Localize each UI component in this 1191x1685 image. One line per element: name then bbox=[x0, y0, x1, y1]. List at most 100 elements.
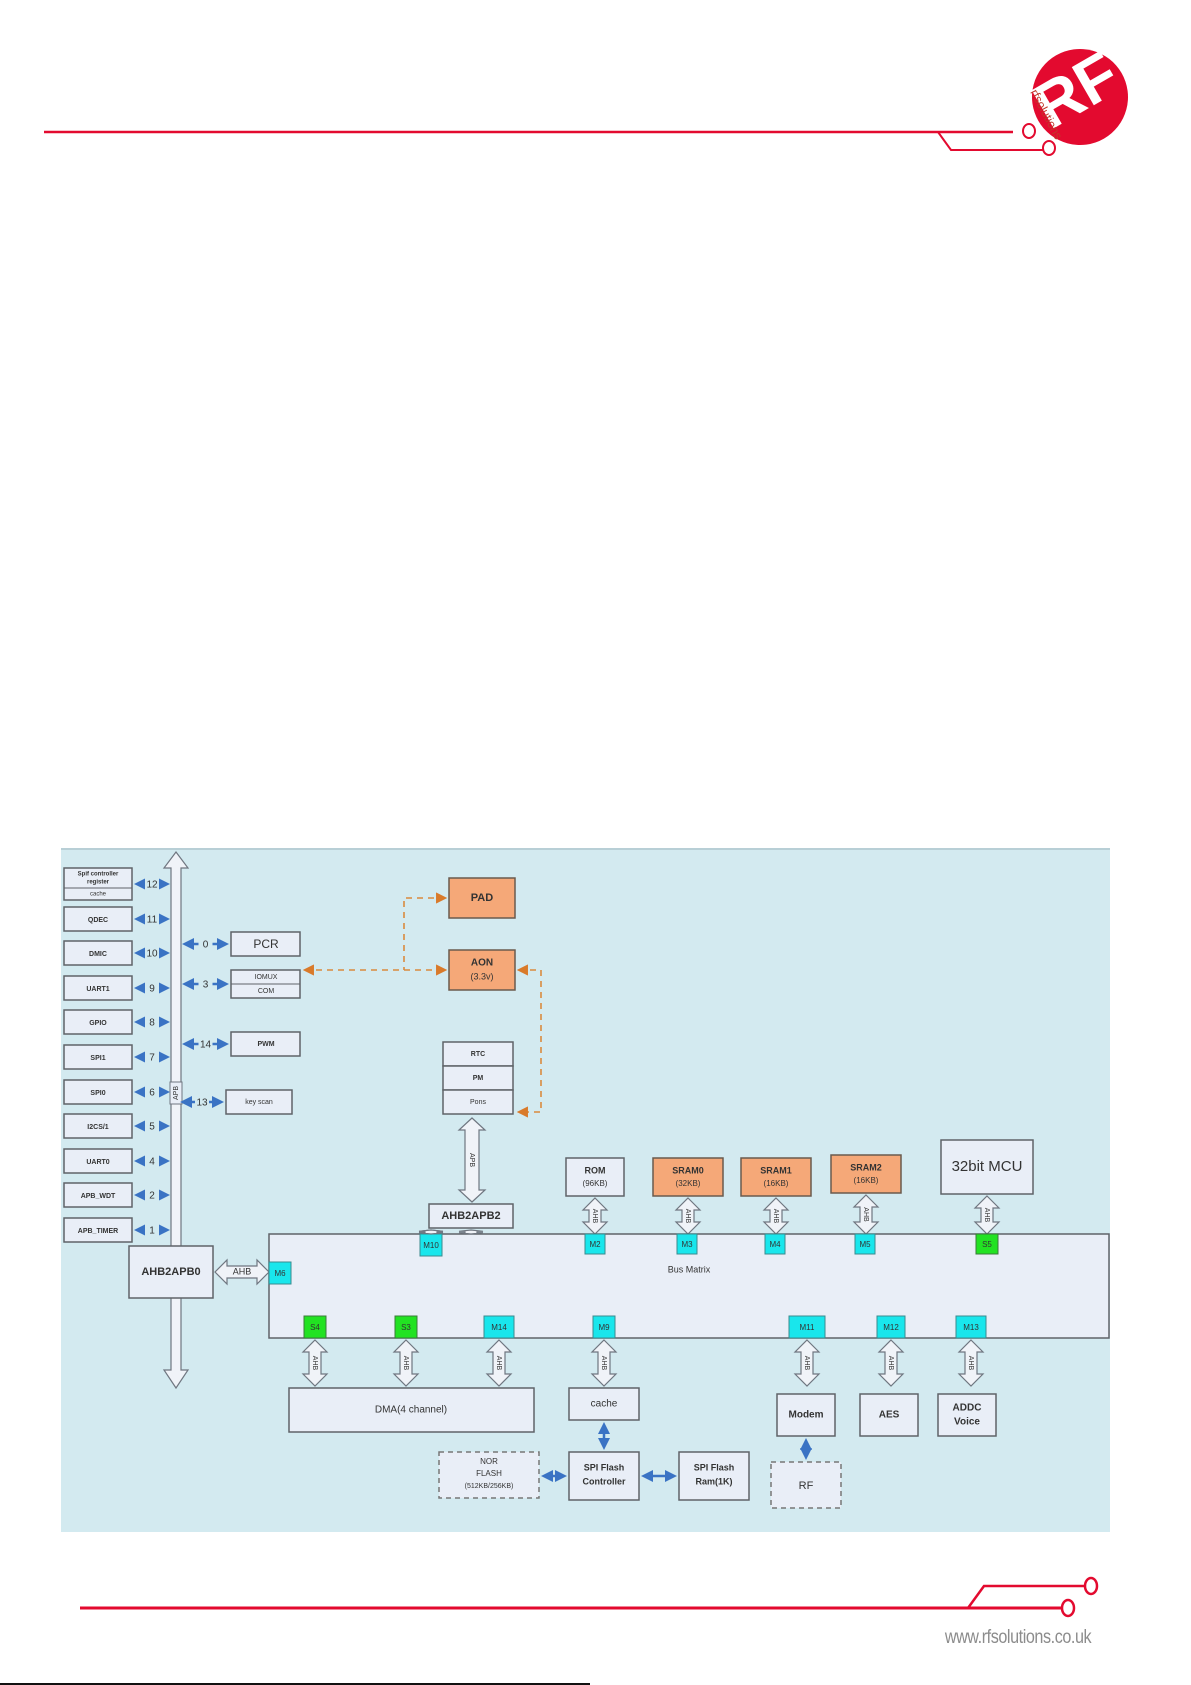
sram1-label: SRAM1 bbox=[760, 1165, 792, 1175]
peripheral-label: register bbox=[87, 880, 110, 886]
apb-connector-3-num-bg bbox=[198, 977, 213, 991]
peripheral-gpio bbox=[63, 1009, 133, 1035]
port-m11-label: M11 bbox=[800, 1323, 816, 1332]
port-m6 bbox=[268, 1261, 292, 1285]
apb-connector-10-arrow-right bbox=[158, 947, 170, 959]
peripheral-spif-controller-register bbox=[63, 867, 133, 901]
dma-m14-ahb-arrow-label: AHB bbox=[495, 1356, 502, 1371]
spi-ram-connector-arrow-left bbox=[641, 1470, 653, 1482]
header-node-circle bbox=[1042, 140, 1056, 156]
cache-spi-connector-arrow-bottom bbox=[598, 1438, 610, 1450]
peripheral-qdec bbox=[63, 906, 133, 932]
apb-connector-7-arrow-left bbox=[134, 1051, 146, 1063]
port-m12 bbox=[876, 1315, 906, 1339]
apb-connector-9-arrow-left bbox=[134, 982, 146, 994]
modem-ahb-arrow-label: AHB bbox=[803, 1356, 810, 1371]
port-s5-label: S5 bbox=[982, 1240, 992, 1249]
peripheral-label: SPI0 bbox=[90, 1090, 105, 1097]
apb-connector-2-arrow-left bbox=[134, 1189, 146, 1201]
dma-s3-ahb-arrow bbox=[392, 1339, 420, 1387]
port-m14 bbox=[483, 1315, 515, 1339]
rom-block bbox=[565, 1157, 625, 1197]
peripheral-label: APB_TIMER bbox=[78, 1228, 118, 1235]
apb-connector-10-num-bg bbox=[145, 946, 159, 960]
pwm-label: PWM bbox=[257, 1041, 274, 1048]
apb-connector-13-arrow-left bbox=[180, 1096, 192, 1108]
addc-ahb-arrow-label: AHB bbox=[967, 1356, 974, 1371]
addc-voice-block bbox=[937, 1393, 997, 1437]
rtc-block bbox=[442, 1041, 514, 1067]
apb-connector-12-number: 12 bbox=[146, 880, 158, 891]
cache-spi-connector-arrow-top bbox=[598, 1422, 610, 1434]
apb-connector-2-arrow-right bbox=[158, 1189, 170, 1201]
port-m4 bbox=[764, 1233, 786, 1255]
website-url: www.rfsolutions.co.uk bbox=[944, 1627, 1092, 1648]
peripheral-label: GPIO bbox=[89, 1020, 107, 1027]
apb-connector-11-arrow-left bbox=[134, 913, 146, 925]
apb-connector-1-number: 1 bbox=[149, 1226, 155, 1237]
apb-connector-9-arrow-right bbox=[158, 982, 170, 994]
apb-connector-5-num-bg bbox=[145, 1119, 159, 1133]
apb-connector-6-num-bg bbox=[145, 1085, 159, 1099]
peripheral-label: UART0 bbox=[86, 1159, 109, 1166]
32bit-mcu-ahb-arrow-label: AHB bbox=[983, 1208, 990, 1223]
sram1-block bbox=[740, 1157, 812, 1197]
dma-s4-ahb-arrow bbox=[301, 1339, 329, 1387]
apb-connector-3-number: 3 bbox=[203, 980, 209, 991]
port-m13 bbox=[955, 1315, 987, 1339]
rf-label: RF bbox=[799, 1480, 814, 1492]
apb-connector-4-arrow-right bbox=[158, 1155, 170, 1167]
apb-connector-14-arrow-left bbox=[182, 1038, 194, 1050]
modem-block bbox=[776, 1393, 836, 1437]
spi-flash-controller-block bbox=[568, 1451, 640, 1501]
apb-connector-3-arrow-left bbox=[182, 978, 194, 990]
apb2-bus-arrow bbox=[457, 1117, 487, 1203]
sram2-ahb-arrow-label: AHB bbox=[862, 1207, 869, 1222]
apb-connector-11-num-bg bbox=[145, 912, 159, 926]
apb-connector-12-num-bg bbox=[145, 877, 159, 891]
pons-block bbox=[442, 1089, 514, 1115]
apb-connector-9-number: 9 bbox=[149, 984, 155, 995]
aes-ahb-arrow bbox=[877, 1339, 905, 1387]
dma-m14-ahb-arrow bbox=[485, 1339, 513, 1387]
key-scan-block bbox=[225, 1089, 293, 1115]
footer-node-circle bbox=[1060, 1598, 1076, 1618]
pm-label: PM bbox=[473, 1075, 484, 1082]
apb-connector-3-arrow-right bbox=[217, 978, 229, 990]
port-m3 bbox=[676, 1233, 698, 1255]
apb-connector-6-arrow-right bbox=[158, 1086, 170, 1098]
nor-spi-connector-arrow-left bbox=[541, 1470, 553, 1482]
apb-connector-12-arrow-left bbox=[134, 878, 146, 890]
modem-label: Modem bbox=[789, 1410, 824, 1421]
apb-connector-14-arrow-right bbox=[217, 1038, 229, 1050]
pad-link-dashed bbox=[403, 892, 448, 970]
ahb2apb2-bus-arrow bbox=[458, 1229, 484, 1235]
apb-connector-7-number: 7 bbox=[149, 1053, 155, 1064]
aes-label: AES bbox=[879, 1410, 900, 1421]
port-m2 bbox=[584, 1233, 606, 1255]
spi-flash-controller-label: SPI Flash bbox=[584, 1462, 625, 1472]
apb-connector-1-arrow-right bbox=[158, 1224, 170, 1236]
apb-connector-14-number: 14 bbox=[200, 1040, 212, 1051]
spi-ram-connector-arrow-right bbox=[665, 1470, 677, 1482]
peripheral-label: SPI1 bbox=[90, 1055, 105, 1062]
32bit-mcu-block bbox=[940, 1139, 1034, 1195]
footer-node-circle bbox=[1083, 1576, 1099, 1596]
apb-connector-4-number: 4 bbox=[149, 1157, 155, 1168]
sram1-ahb-arrow-label: AHB bbox=[772, 1209, 779, 1224]
apb-connector-11-number: 11 bbox=[147, 915, 158, 926]
nor-flash-label-2: FLASH bbox=[476, 1469, 502, 1478]
ahb2apb0-label: AHB2APB0 bbox=[141, 1266, 200, 1278]
port-m9 bbox=[592, 1315, 616, 1339]
sram2-sub-label: (16KB) bbox=[854, 1176, 879, 1185]
port-m13-label: M13 bbox=[963, 1323, 979, 1332]
sram0-label: SRAM0 bbox=[672, 1165, 704, 1175]
spi-flash-controller-label-2: Controller bbox=[582, 1476, 625, 1486]
peripheral-uart1 bbox=[63, 975, 133, 1001]
apb-connector-2-number: 2 bbox=[149, 1191, 155, 1202]
cache-block bbox=[568, 1387, 640, 1421]
cache-label: cache bbox=[591, 1399, 618, 1410]
apb-connector-13-num-bg bbox=[195, 1095, 209, 1109]
pad-block bbox=[448, 877, 516, 919]
apb-connector-12-arrow-right bbox=[158, 878, 170, 890]
